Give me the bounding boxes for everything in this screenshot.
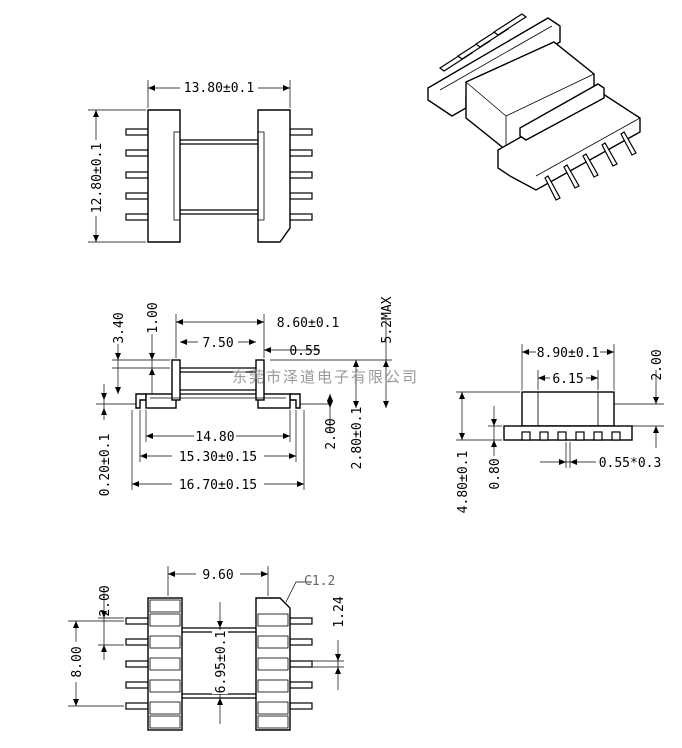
- dim-bottom-c1-2: C1.2: [304, 574, 335, 589]
- dim-side-0-20: 0.20±0.1: [98, 434, 113, 497]
- dim-end-4-80: 4.80±0.1: [456, 451, 471, 514]
- dim-end-6-15: 6.15: [552, 372, 583, 387]
- side-left-base: [145, 393, 177, 409]
- end-top-block: [521, 391, 615, 427]
- dim-side-7-50: 7.50: [202, 336, 233, 351]
- dim-bottom-9-60: 9.60: [202, 568, 233, 583]
- bottom-right-flange: [255, 597, 291, 731]
- top-view-right-pins: [289, 128, 313, 221]
- dim-end-pin: 0.55*0.3: [599, 456, 662, 471]
- dim-bottom-1-24: 1.24: [332, 596, 347, 627]
- side-view: 8.60±0.1 7.50 0.55 1.00 3.40 0.20±0.1 5.…: [96, 296, 395, 496]
- bottom-right-pins: [289, 617, 313, 710]
- top-view: 13.80±0.1 12.80±0.1: [88, 79, 313, 243]
- dim-end-8-90: 8.90±0.1: [537, 346, 600, 361]
- dim-side-8-60: 8.60±0.1: [277, 316, 340, 331]
- bottom-view: 9.60 C1.2 6.95±0.1 2.00 8.00 1.24: [68, 566, 347, 731]
- dim-side-2-00: 2.00: [324, 418, 339, 449]
- iso-front-pins: [544, 131, 637, 201]
- dim-end-0-80: 0.80: [488, 458, 503, 489]
- side-left-flange: [171, 359, 181, 401]
- watermark-text: 东莞市泽道电子有限公司: [232, 368, 419, 386]
- dim-side-3-40: 3.40: [112, 312, 127, 343]
- dim-bottom-6-95: 6.95±0.1: [214, 631, 229, 694]
- dim-bottom-8-00: 8.00: [70, 646, 85, 677]
- dim-bottom-2-00: 2.00: [98, 585, 113, 616]
- top-view-right-flange: [257, 109, 291, 243]
- dim-side-0-55: 0.55: [289, 344, 320, 359]
- top-view-left-pins: [125, 128, 149, 221]
- end-view: 8.90±0.1 6.15 2.00 4.80±0.1 0.80 0.55*0.…: [456, 344, 665, 513]
- dim-side-1-00: 1.00: [146, 302, 161, 333]
- dim-side-15-30: 15.30±0.15: [179, 450, 257, 465]
- bottom-left-pins: [125, 617, 149, 710]
- dim-end-2-00: 2.00: [650, 349, 665, 380]
- end-pins: [521, 431, 621, 441]
- iso-back-pins: [438, 13, 528, 72]
- isometric-view: [427, 13, 641, 201]
- dim-side-16-70: 16.70±0.15: [179, 478, 257, 493]
- dim-side-14-80: 14.80: [195, 430, 234, 445]
- bottom-left-flange: [147, 597, 183, 731]
- side-right-base: [257, 393, 291, 409]
- dim-side-2-80: 2.80±0.1: [350, 407, 365, 470]
- dim-top-width: 13.80±0.1: [184, 81, 254, 96]
- side-right-flange: [255, 359, 265, 401]
- top-view-left-flange: [147, 109, 181, 243]
- dim-side-5-2max: 5.2MAX: [380, 296, 395, 343]
- dim-top-height: 12.80±0.1: [90, 143, 105, 213]
